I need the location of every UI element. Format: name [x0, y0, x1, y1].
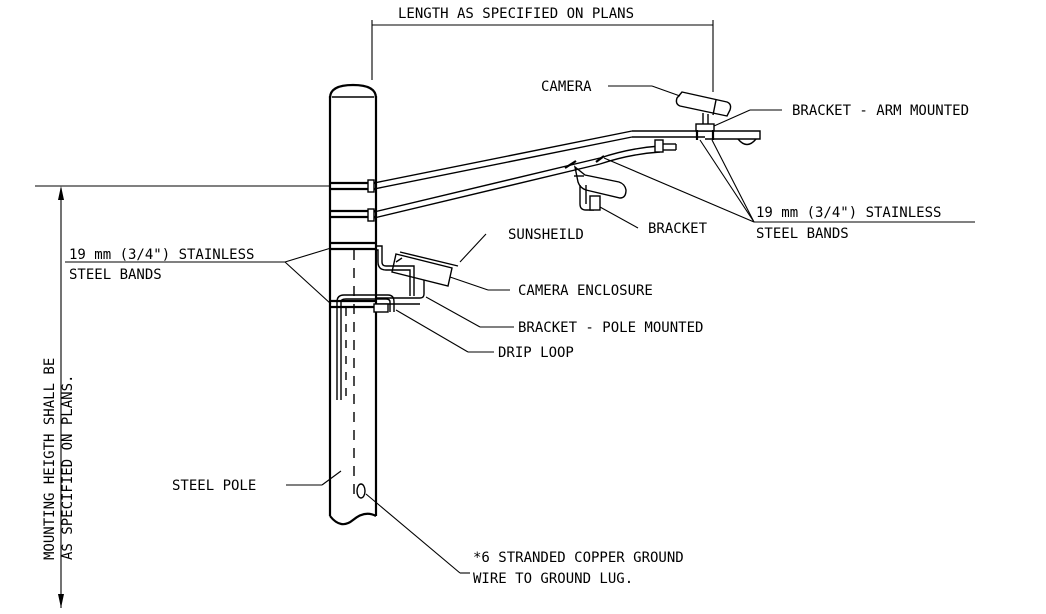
steel-bands-pole — [330, 181, 376, 309]
stainless-bands-left-label-1: 19 mm (3/4") STAINLESS — [69, 247, 254, 263]
bracket-label: BRACKET — [648, 221, 708, 237]
camera-label: CAMERA — [541, 79, 592, 95]
camera-enclosure-label: CAMERA ENCLOSURE — [518, 283, 653, 299]
length-label: LENGTH AS SPECIFIED ON PLANS — [398, 6, 634, 22]
bracket-arm-mounted-label: BRACKET - ARM MOUNTED — [792, 103, 969, 119]
mounting-height-label-2: AS SPECIFIED ON PLANS. — [60, 375, 76, 560]
steel-pole-label: STEEL POLE — [172, 478, 256, 494]
length-dimension: LENGTH AS SPECIFIED ON PLANS — [371, 6, 714, 92]
arm-camera — [675, 91, 732, 140]
leader-lines — [65, 85, 975, 574]
pole-camera — [336, 245, 459, 400]
stainless-bands-right-label-1: 19 mm (3/4") STAINLESS — [756, 205, 941, 221]
drip-loop-label: DRIP LOOP — [498, 345, 574, 361]
bracket-pole-mounted-label: BRACKET - POLE MOUNTED — [518, 320, 703, 336]
sunsheild-label: SUNSHEILD — [508, 227, 584, 243]
mast-arm — [367, 130, 761, 222]
stainless-bands-right-label-2: STEEL BANDS — [756, 226, 849, 242]
mounting-height-dimension: MOUNTING HEIGTH SHALL BE AS SPECIFIED ON… — [35, 185, 330, 608]
mounting-height-label-1: MOUNTING HEIGTH SHALL BE — [42, 358, 58, 560]
ground-wire-label-2: WIRE TO GROUND LUG. — [473, 571, 633, 587]
ground-wire-label-1: *6 STRANDED COPPER GROUND — [473, 550, 684, 566]
stainless-bands-left-label-2: STEEL BANDS — [69, 267, 162, 283]
bracket-camera — [573, 165, 627, 211]
